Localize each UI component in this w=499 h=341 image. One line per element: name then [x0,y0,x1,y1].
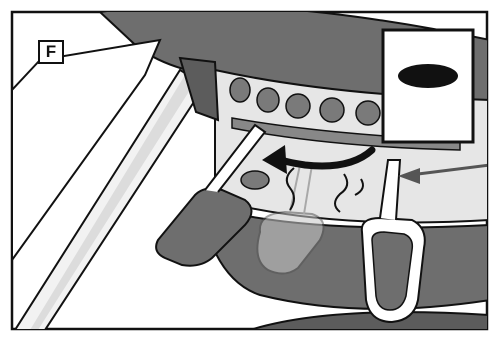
vent-opening [241,171,269,189]
vent-hole [257,88,279,112]
step-label: F [38,40,64,64]
vent-hole [320,98,344,122]
vent-hole [286,94,310,118]
inset-vent-opening [383,30,473,142]
vent-hole [230,78,250,102]
vent-hole [356,101,380,125]
